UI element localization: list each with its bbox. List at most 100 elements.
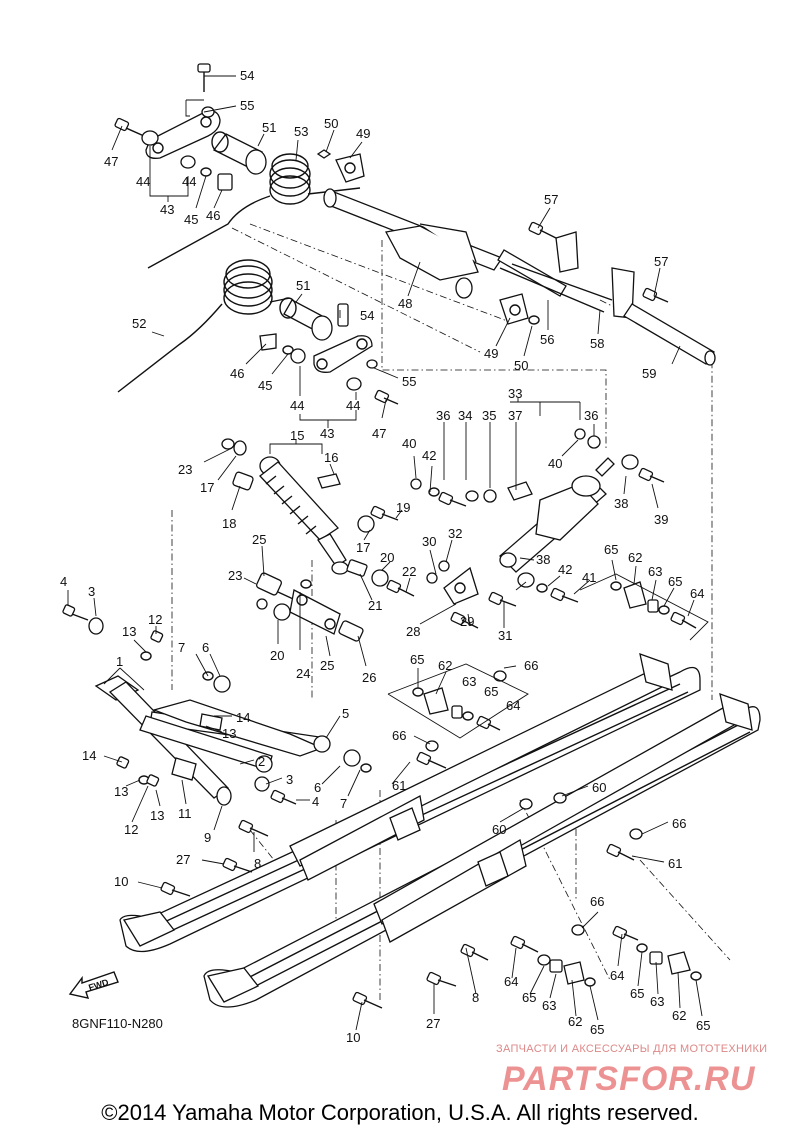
callout-27: 27 bbox=[176, 852, 190, 867]
callout-55b: 55 bbox=[402, 374, 416, 389]
callout-54b: 54 bbox=[360, 308, 374, 323]
callout-66b: 66 bbox=[524, 658, 538, 673]
callout-19: 19 bbox=[396, 500, 410, 515]
cross-shaft-group bbox=[323, 188, 716, 366]
callout-43: 43 bbox=[160, 202, 174, 217]
callout-44: 44 bbox=[136, 174, 150, 189]
callout-13d: 13 bbox=[150, 808, 164, 823]
callout-65h: 65 bbox=[696, 1018, 710, 1033]
callout-6b: 6 bbox=[314, 780, 321, 795]
callout-64d: 64 bbox=[610, 968, 624, 983]
callout-62b: 62 bbox=[628, 550, 642, 565]
callout-42b: 42 bbox=[558, 562, 572, 577]
callout-11: 11 bbox=[178, 806, 192, 821]
callout-6: 6 bbox=[202, 640, 209, 655]
callout-63: 63 bbox=[462, 674, 476, 689]
front-arm-assembly bbox=[62, 604, 372, 806]
callout-58: 58 bbox=[590, 336, 604, 351]
callout-9: 9 bbox=[204, 830, 211, 845]
callout-52: 52 bbox=[132, 316, 146, 331]
callout-40: 40 bbox=[402, 436, 416, 451]
callout-66: 66 bbox=[392, 728, 406, 743]
callout-63c: 63 bbox=[542, 998, 556, 1013]
callout-leaders bbox=[67, 75, 709, 1031]
callout-62c: 62 bbox=[568, 1014, 582, 1029]
callout-46b: 46 bbox=[230, 366, 244, 381]
callout-65d: 65 bbox=[668, 574, 682, 589]
callout-8b: 8 bbox=[472, 990, 479, 1005]
callout-62: 62 bbox=[438, 658, 452, 673]
callout-60: 60 bbox=[492, 822, 506, 837]
rocker-arm-group bbox=[255, 560, 517, 642]
callout-20b: 20 bbox=[270, 648, 284, 663]
callout-13b: 13 bbox=[222, 726, 236, 741]
callout-7b: 7 bbox=[340, 796, 347, 811]
callout-44d: 44 bbox=[346, 398, 360, 413]
callout-29: 29 bbox=[460, 614, 474, 629]
callout-61b: 61 bbox=[668, 856, 682, 871]
callout-41: 41 bbox=[582, 570, 596, 585]
watermark-caption: ЗАПЧАСТИ И АКСЕССУАРЫ ДЛЯ МОТОТЕХНИКИ bbox=[496, 1043, 768, 1055]
callout-17: 17 bbox=[200, 480, 214, 495]
callout-37: 37 bbox=[508, 408, 522, 423]
callout-64: 64 bbox=[506, 698, 520, 713]
callout-20: 20 bbox=[380, 550, 394, 565]
callout-14: 14 bbox=[236, 710, 250, 725]
callout-13: 13 bbox=[122, 624, 136, 639]
callout-49: 49 bbox=[356, 126, 370, 141]
callout-40b: 40 bbox=[548, 456, 562, 471]
callout-61: 61 bbox=[392, 778, 406, 793]
callout-64b: 64 bbox=[690, 586, 704, 601]
callout-46: 46 bbox=[206, 208, 220, 223]
callout-25b: 25 bbox=[320, 658, 334, 673]
callout-63d: 63 bbox=[650, 994, 664, 1009]
callout-12b: 12 bbox=[124, 822, 138, 837]
callout-57: 57 bbox=[544, 192, 558, 207]
callout-39: 39 bbox=[654, 512, 668, 527]
fwd-label: FWD bbox=[87, 977, 110, 993]
callout-12: 12 bbox=[148, 612, 162, 627]
callout-27b: 27 bbox=[426, 1016, 440, 1031]
callout-65f: 65 bbox=[590, 1022, 604, 1037]
callout-8: 8 bbox=[254, 856, 261, 871]
callout-62d: 62 bbox=[672, 1008, 686, 1023]
callout-16: 16 bbox=[324, 450, 338, 465]
callout-32: 32 bbox=[448, 526, 462, 541]
callout-34: 34 bbox=[458, 408, 472, 423]
callout-65g: 65 bbox=[630, 986, 644, 1001]
watermark-brand-text: PARTSFOR.RU bbox=[502, 1060, 756, 1098]
watermark-brand-logo: PARTSFOR.RU bbox=[502, 1060, 756, 1098]
callout-26: 26 bbox=[362, 670, 376, 685]
callout-4: 4 bbox=[60, 574, 67, 589]
callout-36b: 36 bbox=[584, 408, 598, 423]
callout-44b: 44 bbox=[182, 174, 196, 189]
callout-49b: 49 bbox=[484, 346, 498, 361]
callout-56: 56 bbox=[540, 332, 554, 347]
lower-torque-arm-group bbox=[117, 259, 399, 405]
callout-5: 5 bbox=[342, 706, 349, 721]
callout-10b: 10 bbox=[346, 1030, 360, 1045]
callout-18: 18 bbox=[222, 516, 236, 531]
callout-44c: 44 bbox=[290, 398, 304, 413]
callout-30: 30 bbox=[422, 534, 436, 549]
callout-22: 22 bbox=[402, 564, 416, 579]
callout-47b: 47 bbox=[372, 426, 386, 441]
callout-14b: 14 bbox=[82, 748, 96, 763]
callout-47: 47 bbox=[104, 154, 118, 169]
callout-13c: 13 bbox=[114, 784, 128, 799]
callout-2: 2 bbox=[258, 754, 265, 769]
callout-35: 35 bbox=[482, 408, 496, 423]
callout-3: 3 bbox=[88, 584, 95, 599]
callout-43b: 43 bbox=[320, 426, 334, 441]
callout-24: 24 bbox=[296, 666, 310, 681]
callout-10: 10 bbox=[114, 874, 128, 889]
callout-31: 31 bbox=[498, 628, 512, 643]
callout-7: 7 bbox=[178, 640, 185, 655]
callout-36: 36 bbox=[436, 408, 450, 423]
rear-shock-absorber bbox=[410, 428, 665, 603]
copyright-notice: ©2014 Yamaha Motor Corporation, U.S.A. A… bbox=[101, 1100, 699, 1125]
callout-65: 65 bbox=[410, 652, 424, 667]
callout-23b: 23 bbox=[228, 568, 242, 583]
callout-1: 1 bbox=[116, 654, 123, 669]
